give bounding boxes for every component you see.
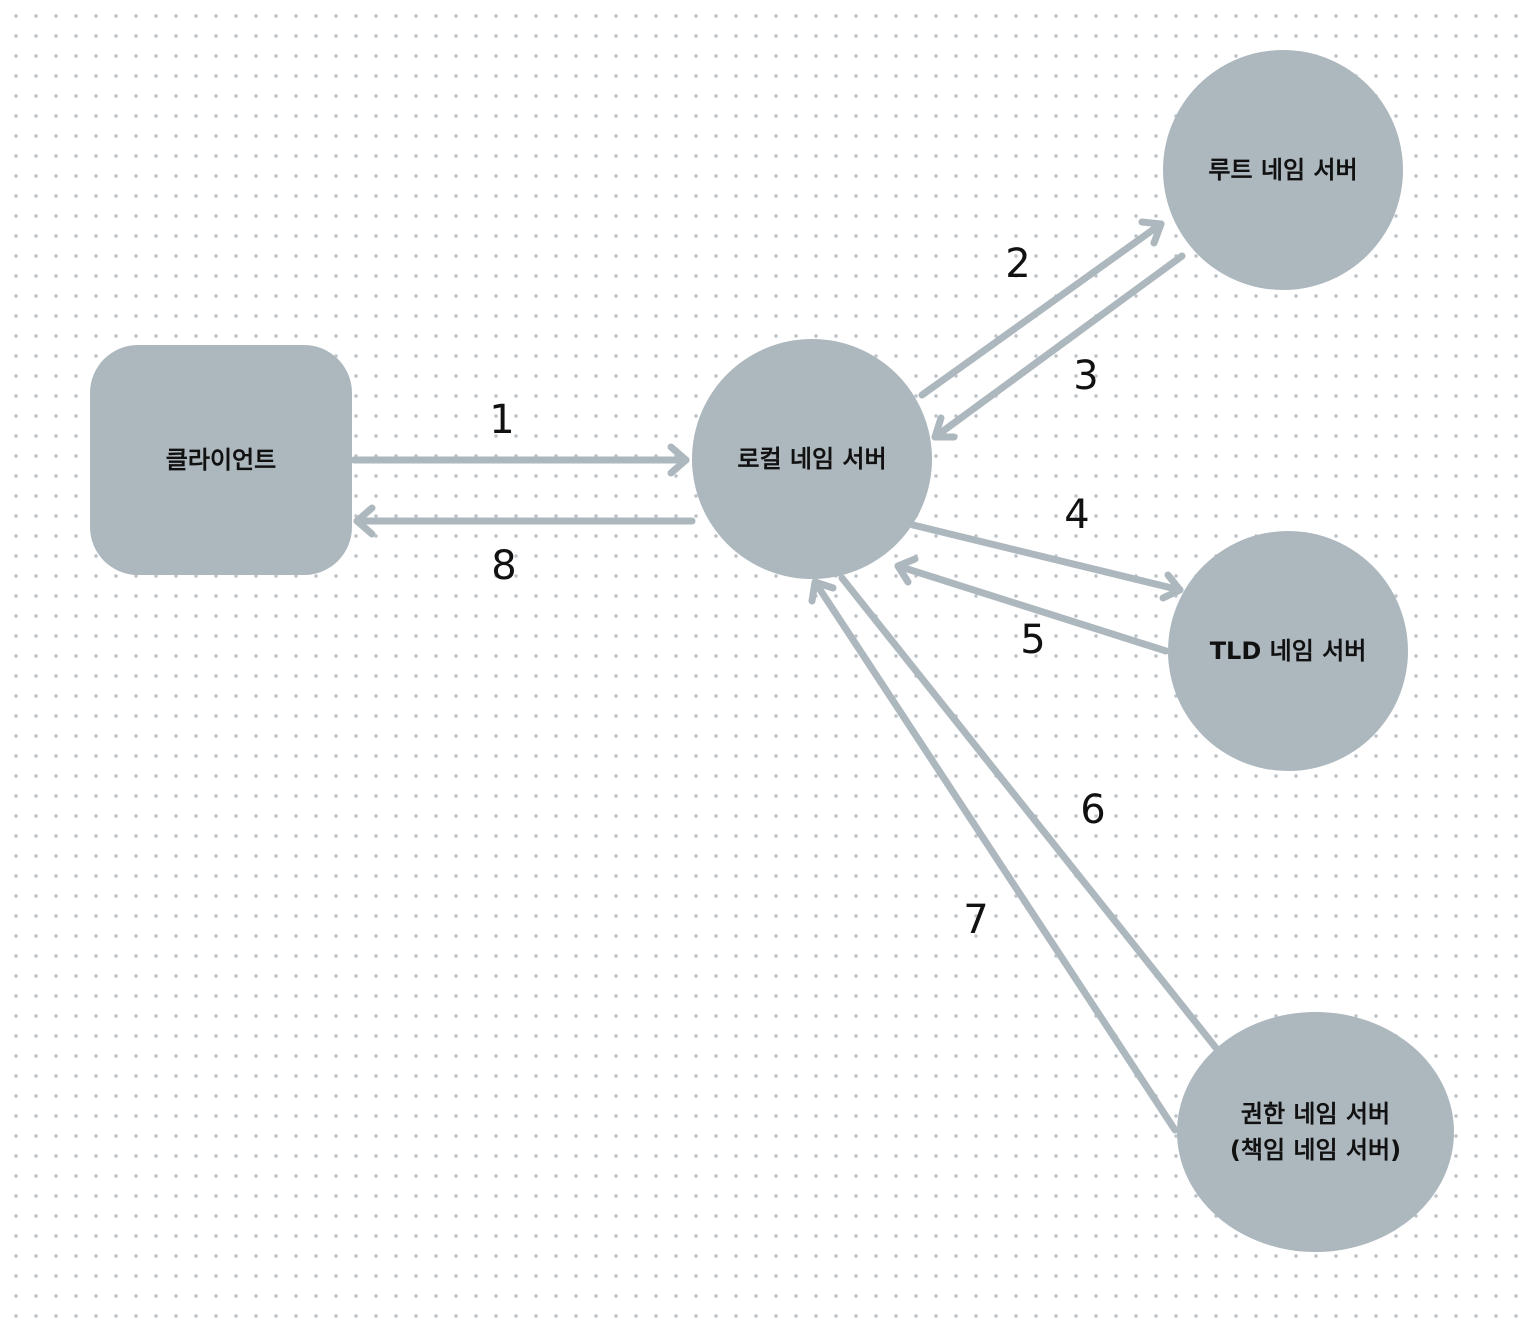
arrow-step-7 <box>811 578 1179 1134</box>
local-name-server-label: 로컬 네임 서버 <box>737 445 887 473</box>
tld-name-server-node: TLD 네임 서버 <box>1168 531 1408 771</box>
arrowhead-step-2 <box>1138 218 1165 247</box>
step-label-8: 8 <box>491 543 517 589</box>
root-name-server-node: 루트 네임 서버 <box>1163 50 1403 290</box>
arrow-step-4 <box>909 521 1184 594</box>
arrowhead-step-8 <box>353 504 376 538</box>
arrow-step-2 <box>918 220 1165 399</box>
arrow-step-5 <box>894 562 1170 655</box>
arrowhead-step-5 <box>894 555 919 586</box>
step-label-5: 5 <box>1020 617 1046 663</box>
step-label-4: 4 <box>1064 492 1090 538</box>
tld-name-server-label: TLD 네임 서버 <box>1209 637 1367 665</box>
client-node: 클라이언트 <box>90 345 352 575</box>
authoritative-name-server-labels: 권한 네임 서버 (책임 네임 서버) <box>1230 1096 1401 1168</box>
local-name-server-node: 로컬 네임 서버 <box>692 339 932 579</box>
arrowhead-step-1 <box>667 443 690 477</box>
arrows <box>350 218 1220 1134</box>
authoritative-name-server-label: 권한 네임 서버 <box>1240 1100 1391 1128</box>
step-label-3: 3 <box>1073 353 1099 399</box>
step-label-2: 2 <box>1005 241 1031 287</box>
arrowhead-step-4 <box>1159 571 1184 602</box>
step-label-6: 6 <box>1080 787 1106 833</box>
arrowhead-step-7 <box>808 578 837 605</box>
arrow-step-3 <box>931 252 1186 441</box>
client-label: 클라이언트 <box>165 446 277 474</box>
step-label-1: 1 <box>489 397 515 443</box>
root-name-server-label: 루트 네임 서버 <box>1208 156 1358 184</box>
authoritative-name-server-sublabel: (책임 네임 서버) <box>1229 1136 1402 1164</box>
arrowhead-step-3 <box>931 414 958 441</box>
step-label-7: 7 <box>963 897 989 943</box>
authoritative-name-server-node: 권한 네임 서버 (책임 네임 서버) <box>1177 1012 1454 1252</box>
arrow-step-6 <box>838 574 1220 1052</box>
